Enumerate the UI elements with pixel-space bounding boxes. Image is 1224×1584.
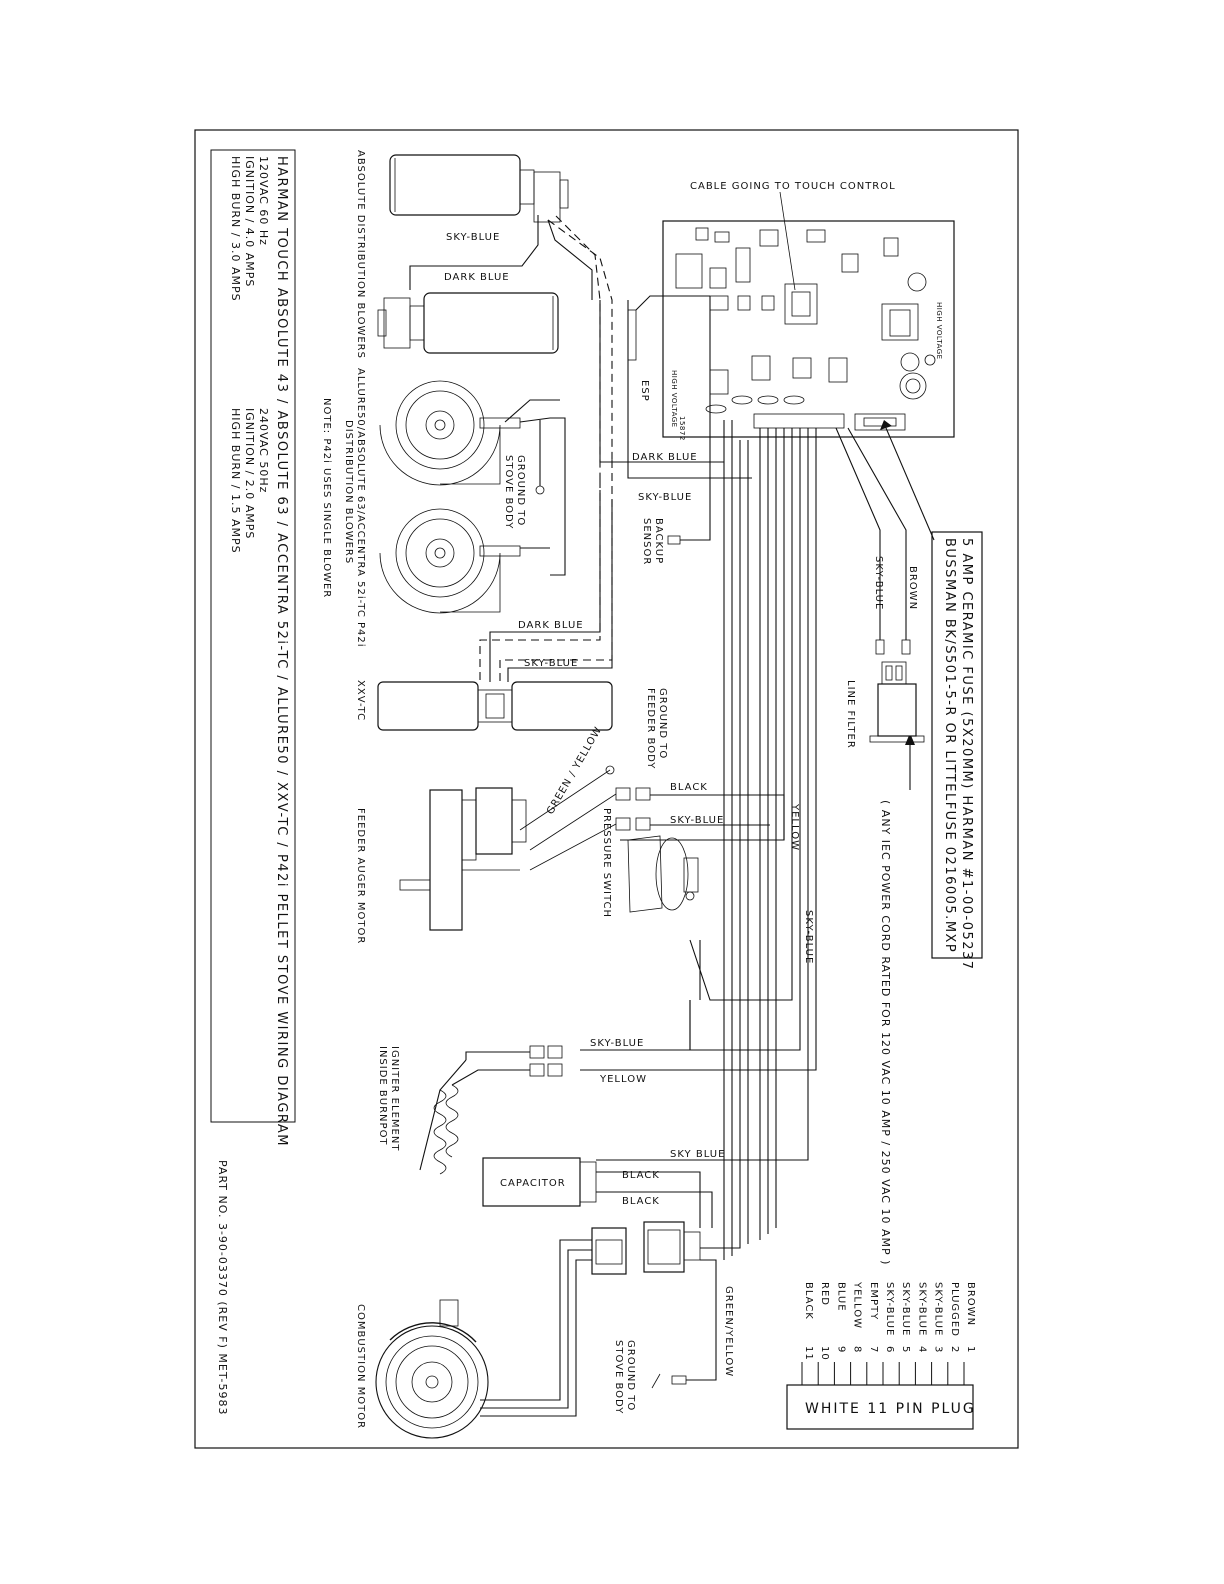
pin-number: 6 (884, 1346, 895, 1353)
spec-120-line1: 120VAC 60 Hz (257, 156, 270, 246)
wire-sky-blue-fuse: SKY-BLUE (873, 556, 884, 610)
label-backup-1: BACKUP (653, 518, 664, 564)
fuse-note-box: 5 AMP CERAMIC FUSE (5X20MM) HARMAN #1-00… (931, 531, 983, 971)
power-cord-note: ( ANY IEC POWER CORD RATED FOR 120 VAC 1… (879, 800, 892, 1265)
pin-name: SKY-BLUE (916, 1282, 927, 1336)
label-ground-feeder-1: GROUND TO (657, 688, 668, 759)
feeder-motor (399, 787, 527, 931)
label-esp: ESP (639, 380, 650, 402)
label-ground-comb-1: GROUND TO (625, 1340, 636, 1411)
pin-number: 5 (900, 1346, 911, 1353)
allure-blower-2 (379, 508, 521, 614)
fuse-line1: 5 AMP CERAMIC FUSE (5X20MM) HARMAN #1-00… (959, 538, 974, 971)
pin-name: SKY-BLUE (884, 1282, 895, 1336)
pin-name: SKY-BLUE (933, 1282, 944, 1336)
label-pressure-switch: PRESSURE SWITCH (601, 808, 612, 918)
label-ground-feeder-2: FEEDER BODY (645, 688, 656, 769)
wire-dark-blue-mid: DARK BLUE (632, 452, 698, 463)
label-backup-2: SENSOR (641, 518, 652, 565)
label-allure-blowers-1: ALLURE50/ABSOLUTE 63/ACCENTRA 52i-TC P42… (355, 368, 366, 648)
absolute-blower-1 (389, 154, 569, 223)
page-border (194, 129, 1019, 1449)
label-feeder-motor: FEEDER AUGER MOTOR (355, 808, 366, 944)
title-block: HARMAN TOUCH ABSOLUTE 43 / ABSOLUTE 63 /… (210, 149, 296, 1147)
spec-240-line2: IGNITION / 2.0 AMPS (243, 408, 256, 539)
pin-number: 4 (916, 1346, 927, 1353)
combustion-motor (375, 1299, 489, 1439)
label-combustion-motor: COMBUSTION MOTOR (355, 1304, 366, 1429)
control-board: HIGH VOLTAGE HIGH VOLTAGE 15872 (662, 220, 955, 441)
pressure-switch (627, 835, 699, 913)
pin-plug-legend: WHITE 11 PIN PLUG BROWN 1 PLUGGED 2 SKY-BLUE… (786, 1281, 976, 1430)
label-cable-touch: CABLE GOING TO TOUCH CONTROL (690, 181, 896, 192)
pin-name: SKY-BLUE (900, 1282, 911, 1336)
part-number: PART NO. 3-90-03370 (REV F) MET-5983 (216, 1160, 229, 1416)
wire-yellow-main: YELLOW (789, 803, 800, 851)
spec-120-line3: HIGH BURN / 3.0 AMPS (229, 156, 242, 302)
pin-number: 8 (852, 1346, 863, 1353)
label-high-voltage-2: HIGH VOLTAGE (670, 370, 678, 428)
pin-number: 1 (965, 1346, 976, 1353)
pin-number: 7 (868, 1346, 879, 1353)
label-line-filter: LINE FILTER (845, 680, 856, 749)
pin-name: PLUGGED (949, 1282, 960, 1337)
wire-black-feeder: BLACK (670, 782, 708, 793)
pin-name: BLACK (803, 1282, 814, 1320)
fuse-line2: BUSSMAN BK/S501-5-R OR LITTELFUSE 021600… (942, 538, 957, 953)
pin-number: 9 (835, 1346, 846, 1353)
label-absolute-blowers: ABSOLUTE DISTRIBUTION BLOWERS (355, 150, 366, 359)
wire-sky-blue-mid: SKY-BLUE (638, 492, 692, 503)
pin-name: YELLOW (852, 1281, 863, 1329)
wire-sky-blue-cap: SKY BLUE (670, 1149, 725, 1160)
wire-sky-blue-feeder: SKY-BLUE (670, 815, 724, 826)
line-filter (869, 661, 925, 743)
combustion-connectors (591, 1221, 701, 1275)
xxv-tc-blower (377, 681, 613, 731)
pin-name: EMPTY (868, 1282, 879, 1320)
label-p42i-note: NOTE: P42i USES SINGLE BLOWER (321, 398, 332, 598)
pin-number: 11 (803, 1346, 814, 1361)
wire-sky-blue-vertical: SKY-BLUE (803, 910, 814, 964)
wire-black-cap-1: BLACK (622, 1170, 660, 1181)
spec-240-line3: HIGH BURN / 1.5 AMPS (229, 408, 242, 554)
label-igniter-1: IGNITER ELEMENT (389, 1046, 400, 1151)
label-ground-comb-2: STOVE BODY (613, 1340, 624, 1414)
label-board-number: 15872 (678, 416, 686, 441)
label-allure-blowers-2: DISTRIBUTION BLOWERS (343, 420, 354, 564)
absolute-blower-2 (377, 292, 559, 354)
pin-number: 2 (949, 1346, 960, 1353)
pin-number: 10 (819, 1346, 830, 1361)
wire-dark-blue-low: DARK BLUE (518, 620, 584, 631)
pin-number: 3 (933, 1346, 944, 1353)
pin-name: BLUE (835, 1282, 846, 1312)
pin-name: RED (819, 1282, 830, 1306)
capacitor: CAPACITOR (482, 1157, 597, 1207)
wire-black-cap-2: BLACK (622, 1196, 660, 1207)
allure-blower-1 (379, 380, 521, 486)
plug-title: WHITE 11 PIN PLUG (805, 1401, 976, 1417)
label-ground-stove-2: STOVE BODY (503, 455, 514, 529)
label-xxv-tc: XXV-TC (355, 680, 366, 721)
wire-green-yellow-comb: GREEN/YELLOW (723, 1286, 734, 1377)
wire-sky-blue-igniter: SKY-BLUE (590, 1038, 644, 1049)
label-igniter-2: INSIDE BURNPOT (377, 1046, 388, 1146)
wire-dark-blue-top: DARK BLUE (444, 272, 510, 283)
spec-240-line1: 240VAC 50Hz (257, 408, 270, 493)
wire-sky-blue-low: SKY-BLUE (524, 658, 578, 669)
wire-sky-blue-top: SKY-BLUE (446, 232, 500, 243)
pin-name: BROWN (965, 1282, 976, 1326)
spec-120-line2: IGNITION / 4.0 AMPS (243, 156, 256, 287)
label-high-voltage-1: HIGH VOLTAGE (935, 302, 943, 360)
title-main: HARMAN TOUCH ABSOLUTE 43 / ABSOLUTE 63 /… (274, 156, 289, 1147)
wiring (409, 215, 911, 1417)
wire-green-yellow-feeder: GREEN / YELLOW (545, 725, 604, 817)
wire-yellow-igniter: YELLOW (599, 1074, 647, 1085)
wire-brown-fuse: BROWN (907, 566, 918, 610)
igniter-element (419, 1059, 467, 1175)
label-ground-stove-1: GROUND TO (515, 455, 526, 526)
label-capacitor: CAPACITOR (500, 1178, 566, 1189)
